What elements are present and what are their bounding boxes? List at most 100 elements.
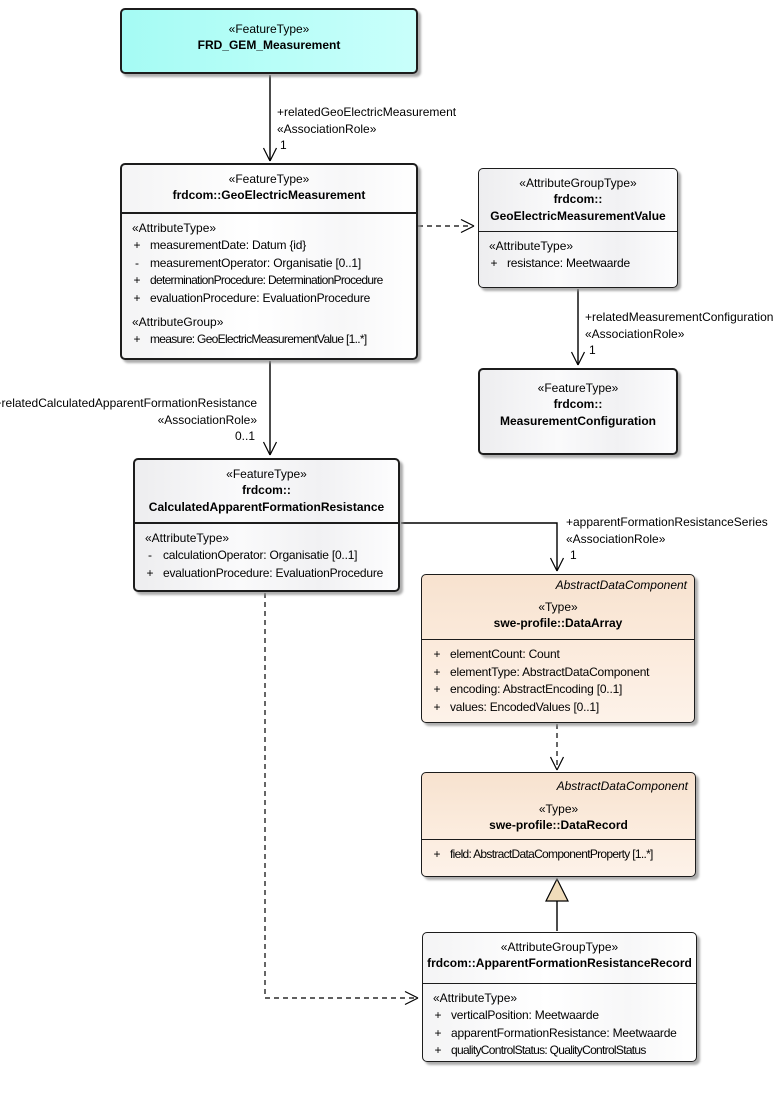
attribute-row: + field: AbstractDataComponentProperty [… — [422, 846, 695, 864]
attribute-row: + measure: GeoElectricMeasurementValue [… — [122, 331, 416, 349]
stereotype-label: «Type» — [538, 802, 579, 816]
visibility-sign: + — [133, 290, 141, 305]
attribute-row: + encoding: AbstractEncoding [0..1] — [422, 681, 694, 699]
visibility-sign: + — [146, 565, 154, 580]
edge-multiplicity-label: 1 — [570, 548, 577, 562]
visibility-sign: - — [135, 255, 139, 270]
attribute-text: qualityControlStatus: QualityControlStat… — [451, 1043, 646, 1057]
association-related-calculated-apparent-formation-resistance[interactable] — [262, 361, 278, 456]
attribute-row: + determinationProcedure: DeterminationP… — [122, 272, 416, 290]
attribute-compartment: «AttributeType» - calculationOperator: O… — [135, 524, 398, 582]
attribute-text: encoding: AbstractEncoding [0..1] — [450, 682, 623, 696]
visibility-sign: + — [133, 273, 141, 287]
visibility-sign: + — [433, 847, 441, 861]
attribute-text: evaluationProcedure: EvaluationProcedure — [150, 290, 371, 305]
visibility-sign: + — [433, 664, 441, 679]
edge-multiplicity-label: 1 — [280, 138, 287, 152]
class-apparent-formation-resistance-record[interactable]: «AttributeGroupType» frdcom::ApparentFor… — [422, 932, 697, 1062]
association-related-geo-electric-measurement[interactable] — [262, 75, 278, 162]
association-related-measurement-configuration[interactable] — [570, 289, 586, 366]
class-name: swe-profile::DataArray — [493, 616, 623, 630]
section-heading: «AttributeType» — [489, 239, 574, 253]
attribute-text: elementType: AbstractDataComponent — [450, 664, 650, 679]
attribute-text: apparentFormationResistance: Meetwaarde — [451, 1025, 677, 1040]
class-name: frdcom::ApparentFormationResistanceRecor… — [427, 956, 692, 970]
attribute-row: + elementType: AbstractDataComponent — [422, 664, 694, 682]
generalization-record-to-data-record[interactable] — [545, 877, 569, 931]
dependency-calculated-to-record[interactable] — [264, 593, 419, 1006]
association-apparent-formation-resistance-series[interactable] — [401, 522, 565, 572]
visibility-sign: + — [434, 1025, 442, 1040]
stereotype-label: «FeatureType» — [537, 381, 619, 395]
attribute-compartment: «AttributeType» + resistance: Meetwaarde — [479, 232, 677, 273]
class-name: frdcom:: — [553, 192, 603, 206]
dependency-data-array-to-data-record[interactable] — [549, 724, 565, 771]
visibility-sign: + — [433, 699, 441, 714]
edge-stereotype-label: «AssociationRole» — [277, 122, 377, 136]
visibility-sign: + — [133, 332, 141, 346]
attribute-text: measurementOperator: Organisatie [0..1] — [150, 255, 361, 270]
class-frd-gem-measurement[interactable]: «FeatureType» FRD_GEM_Measurement — [120, 8, 418, 74]
attribute-row: + evaluationProcedure: EvaluationProcedu… — [135, 565, 398, 583]
abstract-parent-label: AbstractDataComponent — [556, 779, 688, 793]
visibility-sign: + — [433, 647, 441, 661]
edge-role-label: +apparentFormationResistanceSeries — [566, 515, 768, 529]
edge-stereotype-label: «AssociationRole» — [585, 327, 685, 341]
attribute-text: determinationProcedure: DeterminationPro… — [150, 273, 383, 287]
edge-stereotype-label: «AssociationRole» — [566, 532, 666, 546]
visibility-sign: + — [490, 256, 498, 270]
class-name: frdcom:: — [242, 483, 291, 497]
edge-stereotype-label: «AssociationRole» — [157, 413, 257, 427]
attribute-row: + elementCount: Count — [422, 646, 694, 664]
class-swe-profile-data-record[interactable]: AbstractDataComponent «Type» swe-profile… — [421, 772, 696, 877]
visibility-sign: + — [434, 1008, 442, 1022]
attribute-row: - calculationOperator: Organisatie [0..1… — [135, 547, 398, 565]
edge-multiplicity-label: 0..1 — [234, 429, 255, 443]
class-name: frdcom::GeoElectricMeasurement — [172, 188, 366, 202]
class-swe-profile-data-array[interactable]: AbstractDataComponent «Type» swe-profile… — [421, 574, 695, 723]
stereotype-label: «FeatureType» — [226, 467, 307, 481]
attribute-text: measurementDate: Datum {id} — [150, 238, 307, 252]
stereotype-label: «FeatureType» — [228, 22, 310, 36]
visibility-sign: + — [433, 682, 441, 696]
attribute-row: + values: EncodedValues [0..1] — [422, 699, 694, 717]
edge-multiplicity-label: 1 — [589, 343, 596, 357]
stereotype-label: «AttributeGroupType» — [500, 940, 619, 954]
attribute-row: + measurementDate: Datum {id} — [122, 237, 416, 255]
class-calculated-apparent-formation-resistance[interactable]: «FeatureType» frdcom:: CalculatedApparen… — [133, 458, 400, 592]
visibility-sign: + — [133, 238, 141, 252]
visibility-sign: + — [434, 1043, 442, 1057]
attribute-text: calculationOperator: Organisatie [0..1] — [163, 548, 358, 562]
generalization-triangle — [545, 877, 569, 902]
dependency-measure-to-value[interactable] — [418, 218, 475, 234]
attribute-row: + apparentFormationResistance: Meetwaard… — [423, 1025, 696, 1043]
section-heading: «AttributeType» — [132, 221, 217, 235]
stereotype-label: «Type» — [538, 600, 578, 614]
class-geo-electric-measurement[interactable]: «FeatureType» frdcom::GeoElectricMeasure… — [120, 163, 418, 360]
attribute-row: + resistance: Meetwaarde — [479, 255, 677, 273]
attribute-text: evaluationProcedure: EvaluationProcedure — [163, 565, 384, 580]
class-name: CalculatedApparentFormationResistance — [148, 500, 385, 514]
attribute-compartment: «AttributeType» + measurementDate: Datum… — [122, 214, 416, 349]
class-name: GeoElectricMeasurementValue — [490, 209, 666, 223]
abstract-parent-label: AbstractDataComponent — [555, 578, 687, 592]
section-heading: «AttributeType» — [145, 531, 230, 545]
class-measurement-configuration[interactable]: «FeatureType» frdcom:: MeasurementConfig… — [478, 368, 678, 455]
stereotype-label: «FeatureType» — [228, 172, 310, 186]
attribute-row: - measurementOperator: Organisatie [0..1… — [122, 255, 416, 273]
visibility-sign: - — [148, 548, 152, 562]
attribute-row: + qualityControlStatus: QualityControlSt… — [423, 1042, 696, 1060]
attribute-row: + evaluationProcedure: EvaluationProcedu… — [122, 290, 416, 308]
edge-role-label: +relatedMeasurementConfiguration — [585, 310, 774, 324]
section-heading: «AttributeType» — [433, 991, 518, 1005]
class-geo-electric-measurement-value[interactable]: «AttributeGroupType» frdcom:: GeoElectri… — [478, 168, 678, 288]
attribute-text: resistance: Meetwaarde — [507, 256, 630, 270]
class-name: MeasurementConfiguration — [499, 414, 656, 428]
attribute-compartment: + elementCount: Count + elementType: Abs… — [422, 640, 694, 716]
edge-role-label: +relatedCalculatedApparentFormationResis… — [0, 396, 257, 410]
attribute-compartment: «AttributeType» + verticalPosition: Meet… — [423, 984, 696, 1060]
class-name: FRD_GEM_Measurement — [197, 38, 341, 52]
attribute-text: field: AbstractDataComponentProperty [1.… — [450, 847, 653, 861]
